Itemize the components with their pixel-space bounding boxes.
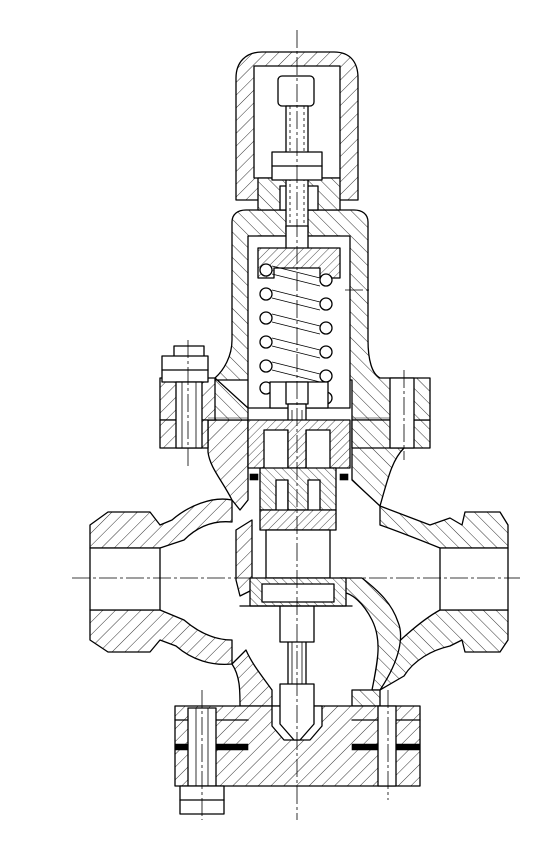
spring-coil-section (319, 345, 333, 359)
flange-bolt-right (389, 377, 415, 449)
spring-wire (271, 369, 321, 383)
center-lines (72, 30, 520, 820)
spring-wire (271, 361, 321, 375)
piston-assembly (239, 419, 353, 607)
spring-coil-section (319, 321, 333, 335)
spring-wire (271, 337, 321, 351)
spring-wire (271, 313, 321, 327)
spring-coil-section (259, 263, 273, 277)
spring-wire (271, 273, 321, 287)
spring-coil-section (319, 273, 333, 287)
spring-wire (271, 321, 321, 335)
spring-coil-section (319, 297, 333, 311)
spring-wire (271, 265, 321, 279)
spring-coil-section (259, 287, 273, 301)
spring-coil-section (319, 369, 333, 383)
spring-wire (271, 297, 321, 311)
spring-wire (271, 345, 321, 359)
bottom-bolt-right (377, 705, 397, 787)
spring-coil-section (259, 335, 273, 349)
flange-bolt-left (161, 345, 209, 449)
spring-wire (271, 289, 321, 303)
spring-coil-section (259, 359, 273, 373)
spring-coil-section (259, 311, 273, 325)
